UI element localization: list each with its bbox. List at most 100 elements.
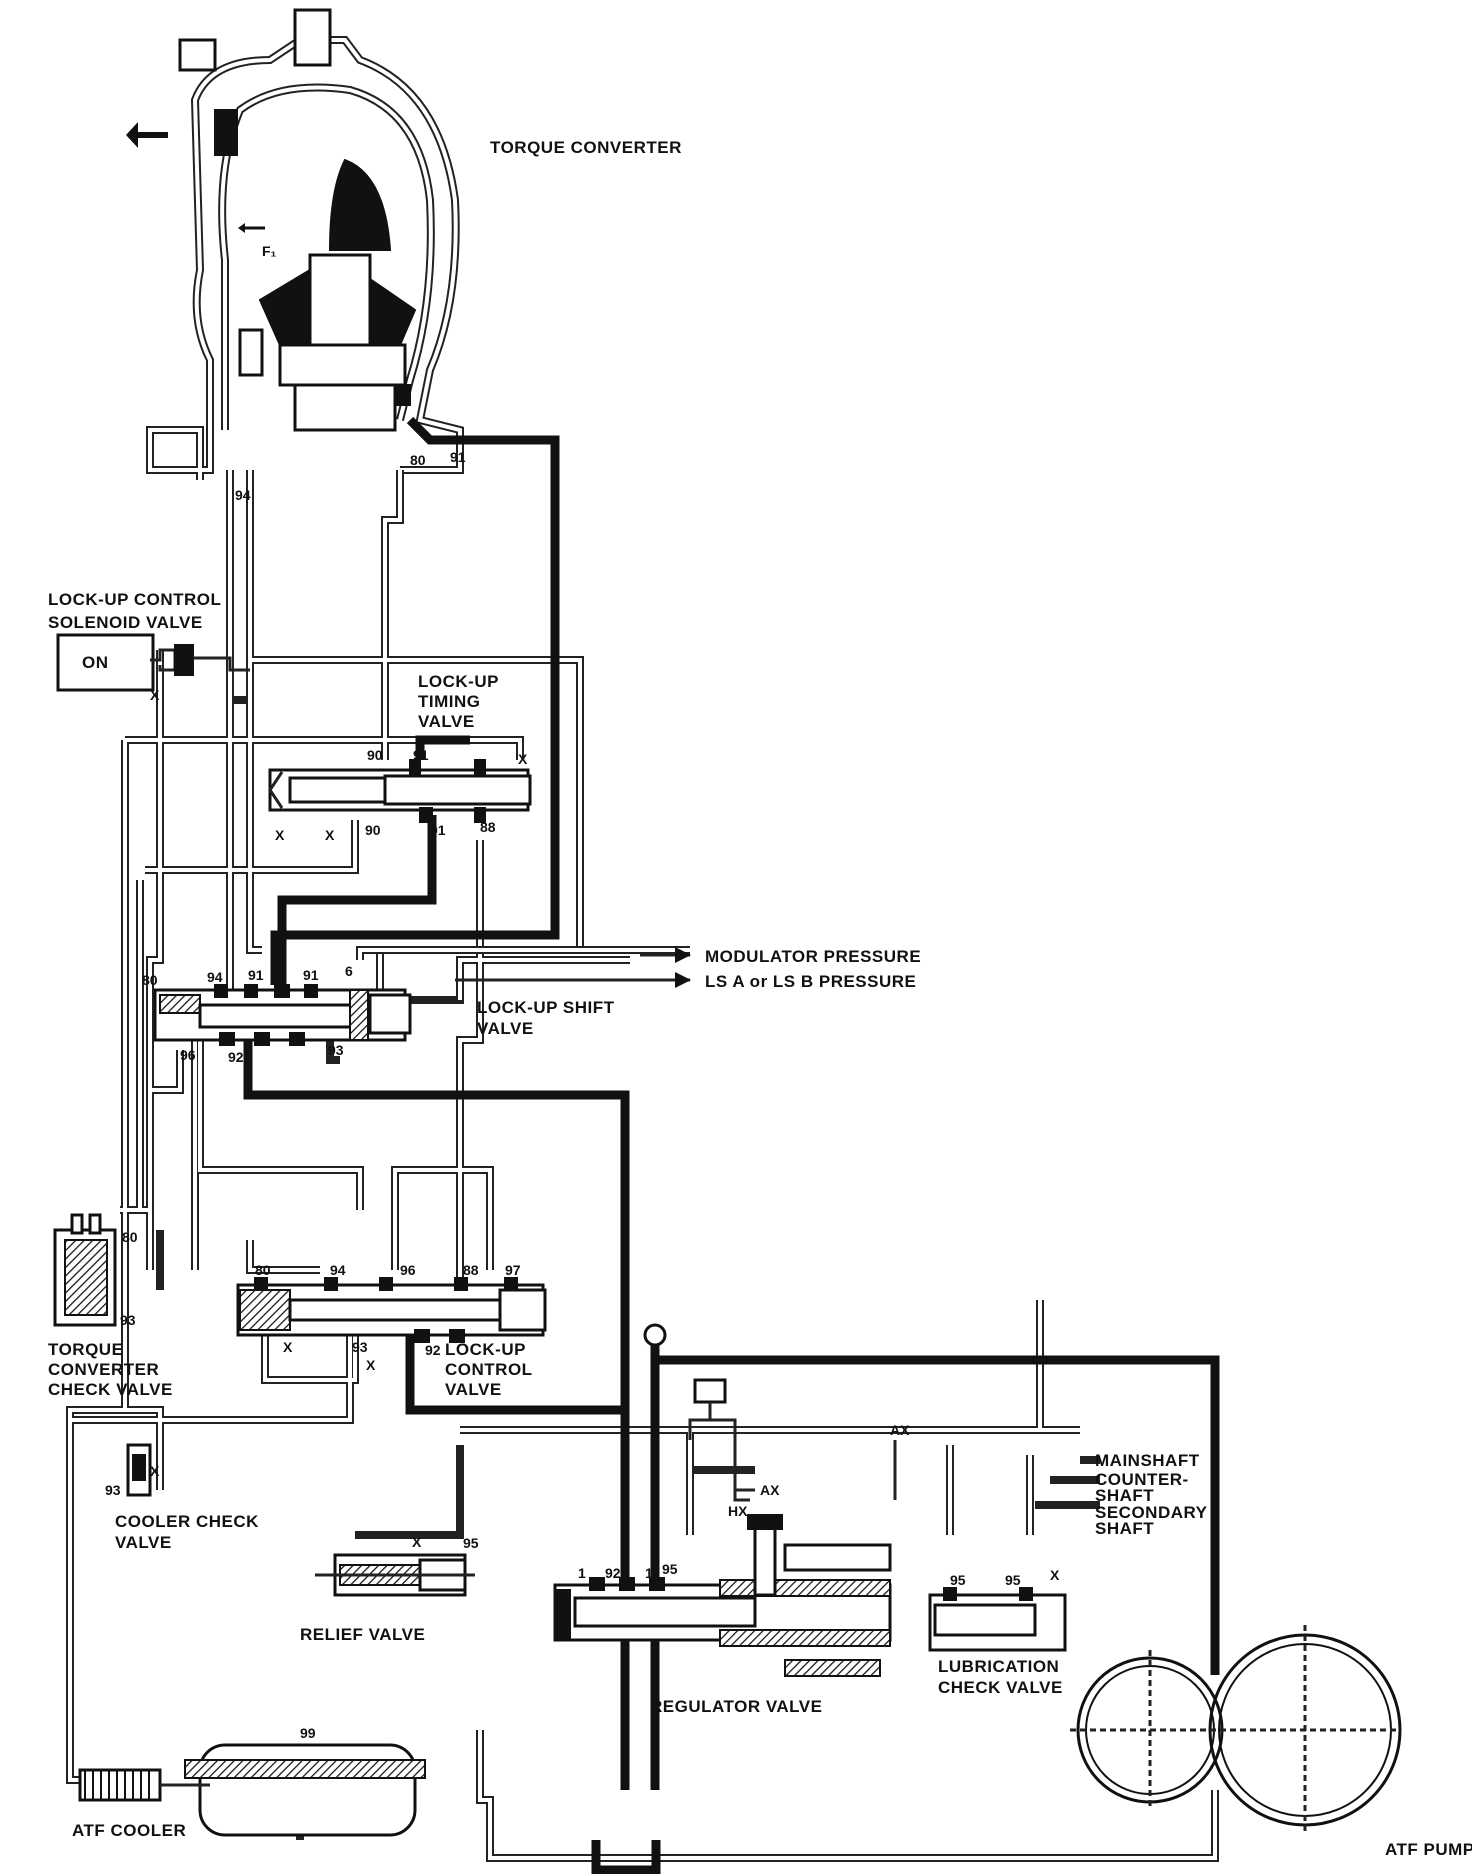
lubrication-valve-label-line2: CHECK VALVE [938,1678,1063,1697]
lockup-control-solenoid-valve: ON X [56,633,250,703]
pressure-inputs [356,946,691,988]
secondary-shaft-label-line2: SHAFT [1095,1519,1154,1538]
svg-text:HX: HX [728,1503,748,1519]
lubrication-check-valve: 95 95 X [928,1567,1067,1652]
svg-text:95: 95 [950,1572,966,1588]
fluid-lines-pressurised [243,416,1220,1874]
relief-valve: X 95 [315,1534,479,1597]
cooler-check-label-line1: COOLER CHECK [115,1512,259,1531]
svg-text:6: 6 [345,963,353,979]
atf-cooler [78,1768,210,1802]
converter-neck [293,8,332,67]
mainshaft-label: MAINSHAFT [1095,1451,1200,1470]
atf-pump [1070,1625,1402,1835]
shift-valve-label-line1: LOCK-UP SHIFT [477,998,615,1017]
pressure-gauge-icon [643,1323,667,1347]
svg-text:X: X [150,687,160,703]
svg-text:91: 91 [248,967,264,983]
svg-text:95: 95 [662,1561,678,1577]
solenoid-label-line1: LOCK-UP CONTROL [48,590,221,609]
lockup-timing-valve: 90 91 X X X 90 91 88 [268,747,532,843]
svg-text:X: X [325,827,335,843]
timing-valve-label-line3: VALVE [418,712,475,731]
svg-text:92: 92 [228,1049,244,1065]
svg-text:X: X [412,1534,422,1550]
timing-valve-label-line1: LOCK-UP [418,672,499,691]
svg-text:88: 88 [463,1262,479,1278]
svg-text:X: X [366,1357,376,1373]
svg-text:90: 90 [367,747,383,763]
svg-text:1: 1 [578,1565,586,1581]
svg-text:99: 99 [300,1725,316,1741]
svg-text:88: 88 [480,819,496,835]
force-f1-label: F₁ [262,243,277,259]
fluid-lines-double-inner [68,470,1217,1860]
atf-reservoir: 99 [184,1725,426,1837]
solenoid-label-line2: SOLENOID VALVE [48,613,203,632]
lubrication-valve-label-line1: LUBRICATION [938,1657,1059,1676]
svg-text:94: 94 [330,1262,346,1278]
svg-text:AX: AX [890,1422,910,1438]
svg-text:91: 91 [303,967,319,983]
svg-text:91: 91 [430,822,446,838]
svg-text:95: 95 [463,1535,479,1551]
control-valve-label-line1: LOCK-UP [445,1340,526,1359]
countershaft-label-line2: SHAFT [1095,1486,1154,1505]
secondary-shaft-label-line1: SECONDARY [1095,1503,1208,1522]
svg-text:95: 95 [1005,1572,1021,1588]
svg-text:X: X [283,1339,293,1355]
cooler-check-label-line2: VALVE [115,1533,172,1552]
svg-text:X: X [150,1463,160,1479]
torque-converter: F₁ [126,8,464,480]
svg-text:93: 93 [105,1482,121,1498]
svg-text:80: 80 [255,1262,271,1278]
torque-converter-check-valve: 80 93 [53,1213,138,1328]
regulator-valve-label: REGULATOR VALVE [650,1697,822,1716]
svg-text:80: 80 [142,972,158,988]
modulator-pressure-label: MODULATOR PRESSURE [705,947,921,966]
svg-text:92: 92 [425,1342,441,1358]
solenoid-state-text: ON [82,653,109,672]
atf-cooler-label: ATF COOLER [72,1821,186,1840]
pressure-control-valve-small: AX HX AX [688,1378,910,1519]
svg-text:AX: AX [760,1482,780,1498]
cooler-check-valve: X 93 [105,1443,160,1498]
lockup-shift-valve: 80 94 91 91 6 96 92 93 [142,963,412,1065]
control-valve-label-line2: CONTROL [445,1360,533,1379]
svg-text:1: 1 [645,1565,653,1581]
timing-valve-label-line2: TIMING [418,692,481,711]
svg-text:X: X [1050,1567,1060,1583]
svg-text:93: 93 [328,1042,344,1058]
tc-port-80: 80 [410,452,426,468]
lockup-control-valve: 80 94 96 88 97 X 93 X 92 [236,1262,547,1373]
svg-text:96: 96 [400,1262,416,1278]
svg-text:93: 93 [120,1312,136,1328]
svg-text:90: 90 [365,822,381,838]
svg-text:94: 94 [207,969,223,985]
tccv-label-line2: CONVERTER [48,1360,159,1379]
tc-port-91: 91 [450,449,466,465]
tccv-label-line1: TORQUE [48,1340,123,1359]
regulator-valve: 1 92 1 95 [553,1514,892,1677]
svg-text:80: 80 [122,1229,138,1245]
svg-text:97: 97 [505,1262,521,1278]
ls-pressure-label: LS A or LS B PRESSURE [705,972,916,991]
tccv-label-line3: CHECK VALVE [48,1380,173,1399]
turbine [328,158,392,251]
torque-converter-label: TORQUE CONVERTER [490,138,682,157]
svg-text:96: 96 [180,1047,196,1063]
lockup-arrow-icon [126,122,168,148]
relief-valve-label: RELIEF VALVE [300,1625,425,1644]
control-valve-label-line3: VALVE [445,1380,502,1399]
svg-text:91: 91 [413,747,429,763]
svg-text:X: X [518,751,528,767]
atf-pump-label: ATF PUMP [1385,1840,1472,1859]
svg-text:92: 92 [605,1565,621,1581]
shift-valve-label-line2: VALVE [477,1019,534,1038]
tc-port-94: 94 [235,487,251,503]
svg-text:X: X [275,827,285,843]
solenoid-body [56,633,155,692]
svg-text:93: 93 [352,1339,368,1355]
countershaft-label-line1: COUNTER- [1095,1470,1189,1489]
